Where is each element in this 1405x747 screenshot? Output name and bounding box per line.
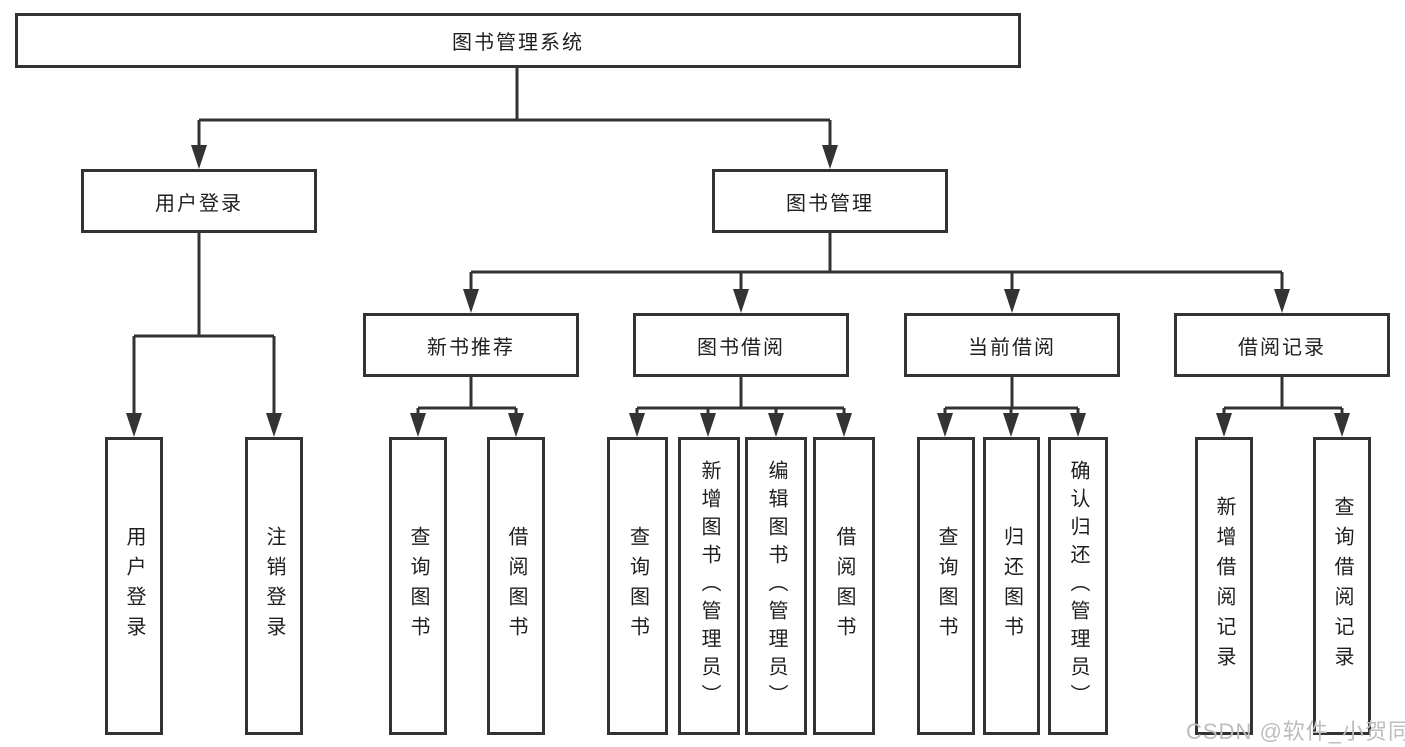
leaf-label: 归还图书 xyxy=(1000,526,1023,646)
edges-borrow-record-to-leaves xyxy=(1216,377,1350,437)
leaf-label: 用户登录 xyxy=(123,526,145,646)
leaf-label: 借阅图书 xyxy=(833,526,855,646)
node-borrow-record: 借阅记录 xyxy=(1174,313,1390,377)
leaf-label: 确认归还（管理员） xyxy=(1067,460,1089,712)
edges-user-login-to-leaves xyxy=(126,233,282,437)
leaf-borrow-book-borrow: 借阅图书 xyxy=(813,437,875,735)
edges-book-mgmt-to-level3 xyxy=(463,233,1290,313)
leaf-query-book-borrow: 查询图书 xyxy=(607,437,668,735)
leaf-user-login: 用户登录 xyxy=(105,437,163,735)
leaf-label: 查询图书 xyxy=(935,526,957,646)
leaf-logout-login: 注销登录 xyxy=(245,437,303,735)
node-user-login: 用户登录 xyxy=(81,169,317,233)
leaf-label: 查询图书 xyxy=(407,526,429,646)
leaf-label: 查询图书 xyxy=(626,526,649,646)
node-book-borrow: 图书借阅 xyxy=(633,313,849,377)
leaf-query-borrow-record: 查询借阅记录 xyxy=(1313,437,1371,735)
leaf-label: 查询借阅记录 xyxy=(1331,496,1353,676)
leaf-label: 编辑图书（管理员） xyxy=(765,460,787,712)
node-book-management: 图书管理 xyxy=(712,169,948,233)
leaf-borrow-book-newrec: 借阅图书 xyxy=(487,437,545,735)
csdn-watermark: CSDN @软件_小贺同学 xyxy=(1186,719,1405,744)
leaf-confirm-return-admin: 确认归还（管理员） xyxy=(1048,437,1108,735)
node-current-borrow: 当前借阅 xyxy=(904,313,1120,377)
leaf-label: 注销登录 xyxy=(263,526,285,646)
leaf-add-borrow-record: 新增借阅记录 xyxy=(1195,437,1253,735)
leaf-label: 新增借阅记录 xyxy=(1213,496,1235,676)
leaf-query-book-current: 查询图书 xyxy=(917,437,975,735)
leaf-label: 借阅图书 xyxy=(505,526,527,646)
node-root: 图书管理系统 xyxy=(15,13,1021,68)
edges-root-to-level2 xyxy=(191,68,838,169)
node-new-book-recommend: 新书推荐 xyxy=(363,313,579,377)
leaf-return-book: 归还图书 xyxy=(983,437,1040,735)
leaf-query-book-newrec: 查询图书 xyxy=(389,437,447,735)
leaf-edit-book-admin: 编辑图书（管理员） xyxy=(745,437,807,735)
edges-current-borrow-to-leaves xyxy=(937,377,1086,437)
leaf-add-book-admin: 新增图书（管理员） xyxy=(678,437,740,735)
edges-book-borrow-to-leaves xyxy=(629,377,852,437)
edges-new-book-rec-to-leaves xyxy=(410,377,524,437)
leaf-label: 新增图书（管理员） xyxy=(698,460,720,712)
